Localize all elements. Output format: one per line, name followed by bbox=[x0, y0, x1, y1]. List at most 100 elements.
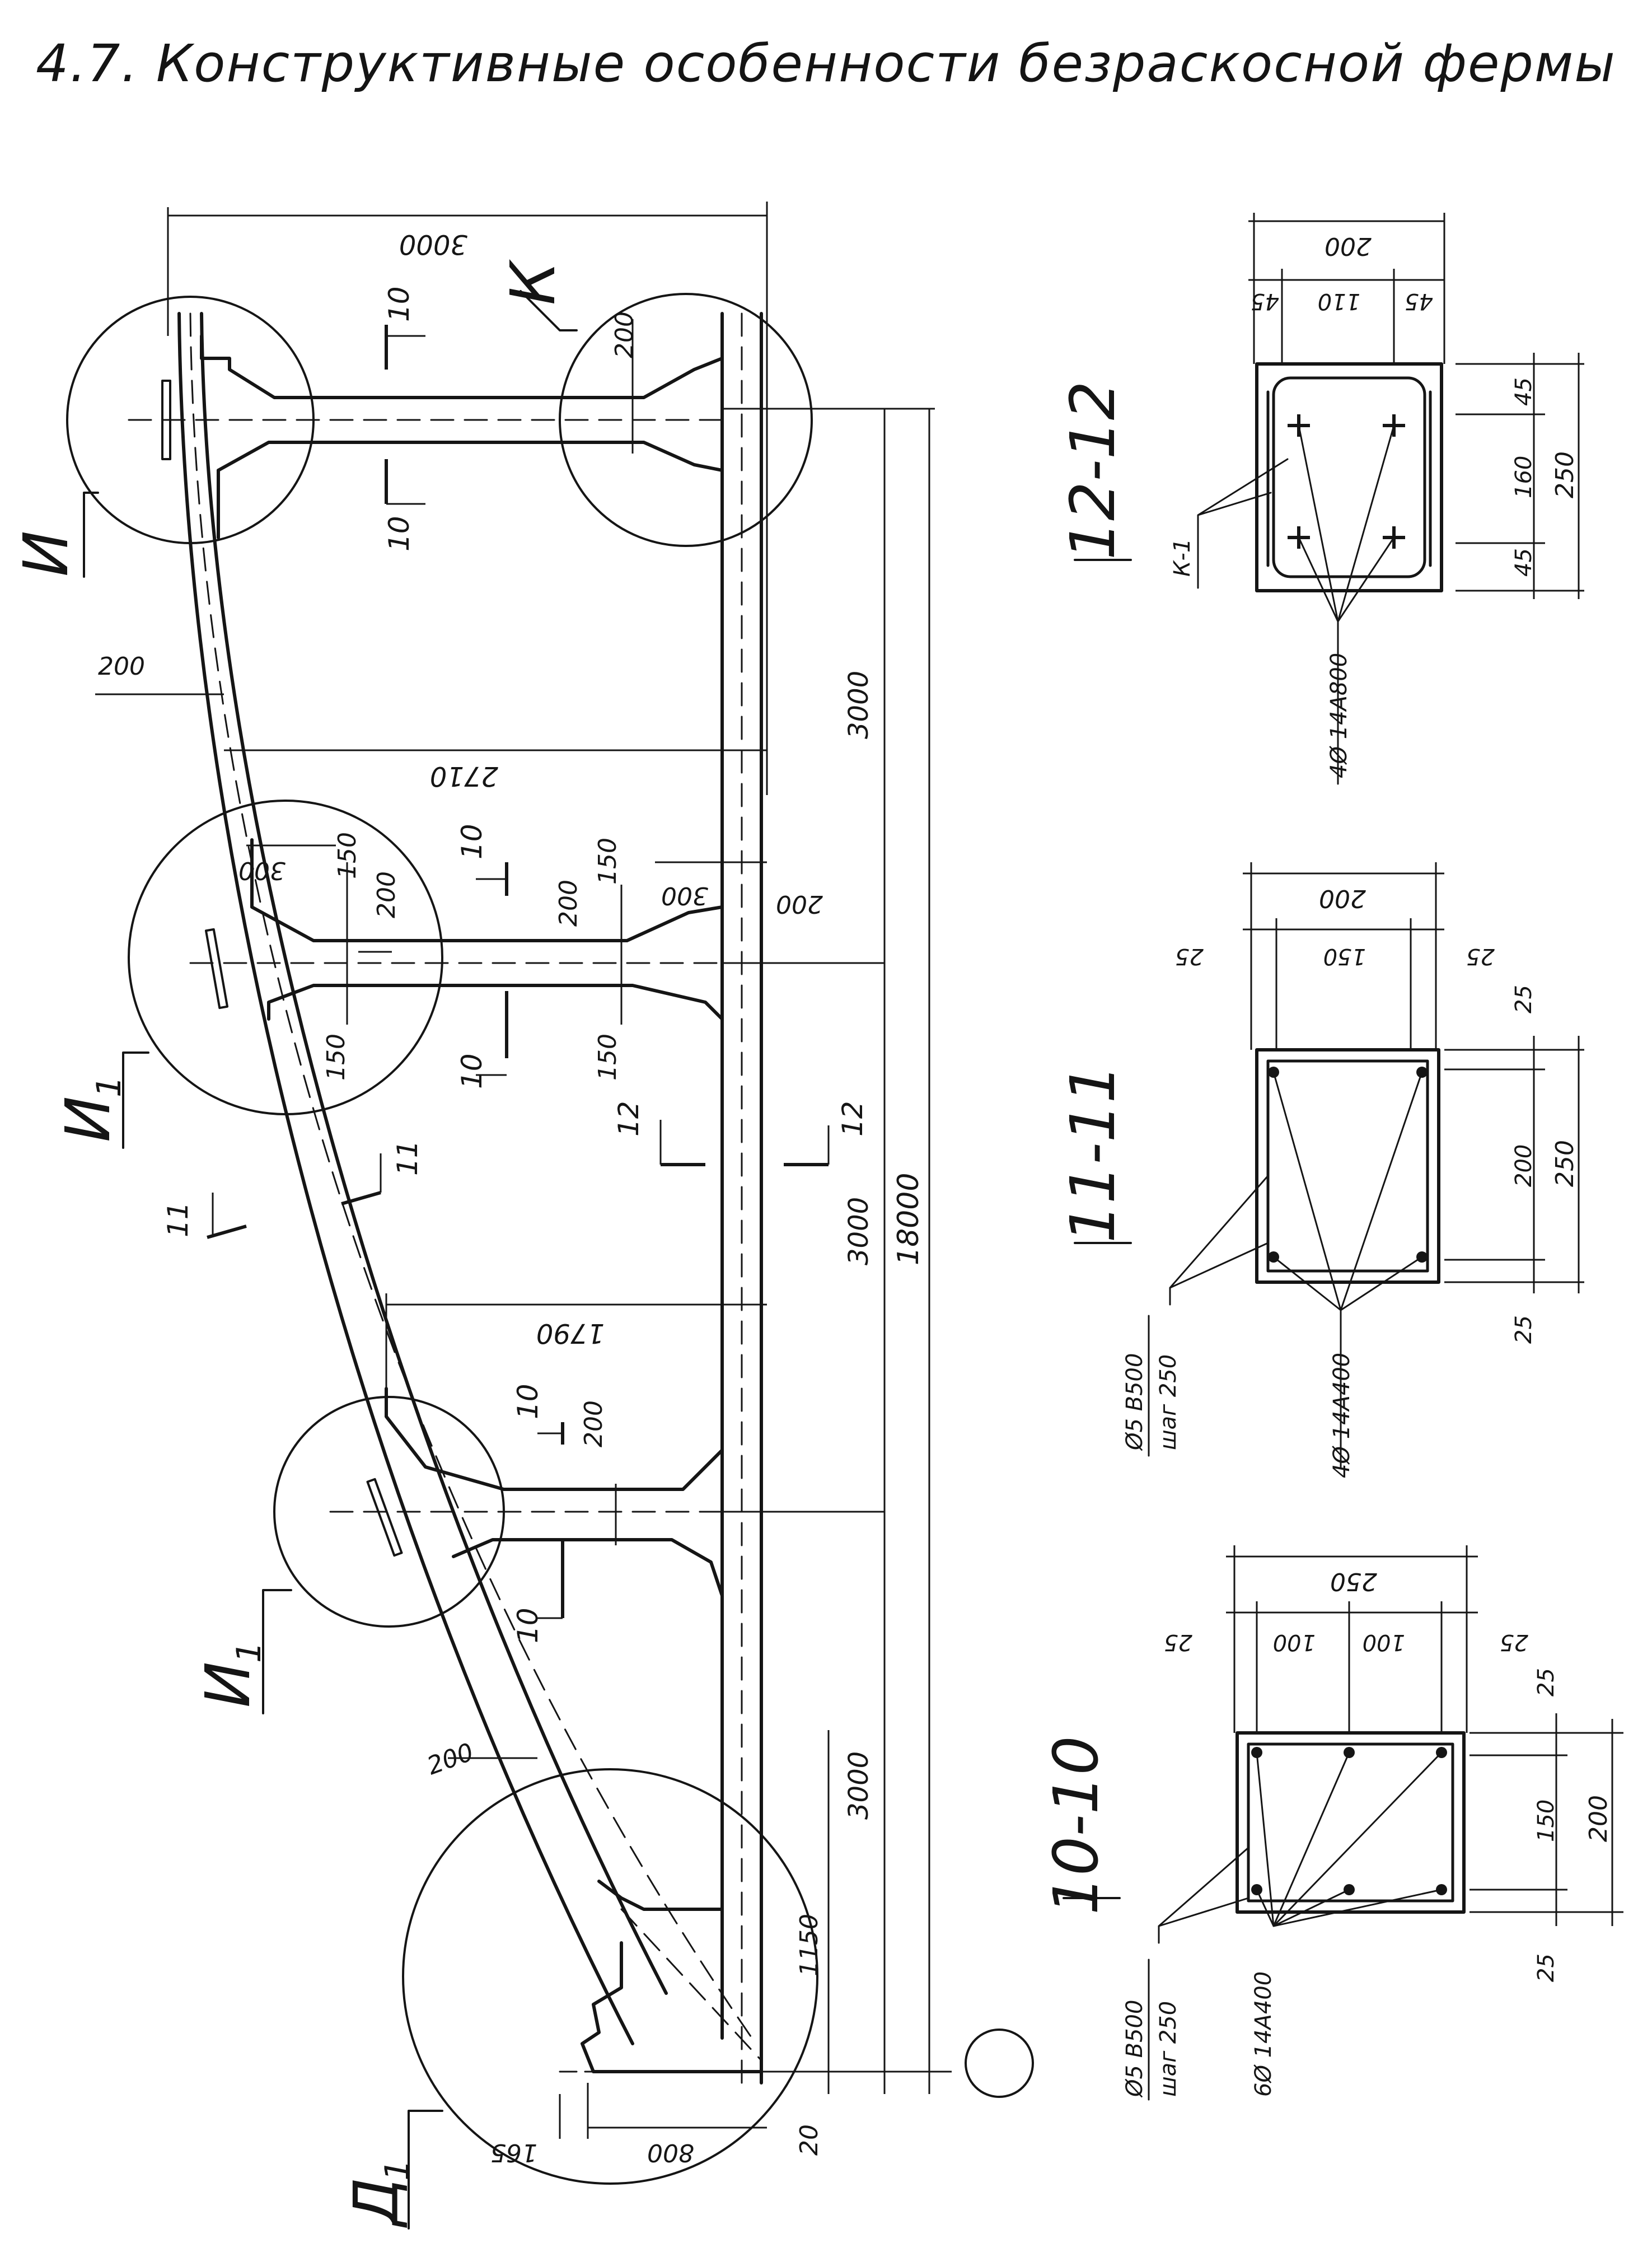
dim-text: 300 bbox=[238, 856, 286, 885]
node-label-i1: И bbox=[192, 1662, 264, 1708]
node-label-i1: И bbox=[52, 1096, 124, 1142]
dim-text: 200 bbox=[98, 652, 145, 681]
section-11-11 bbox=[1074, 862, 1584, 1468]
dim-text: 110 bbox=[1318, 288, 1360, 314]
section-title: 11-11 bbox=[1057, 1064, 1129, 1243]
bars-leader bbox=[1272, 1071, 1423, 1468]
leader-k bbox=[520, 290, 578, 331]
bars-leader bbox=[1256, 1751, 1443, 1927]
stirrup-leader bbox=[1158, 1847, 1249, 1944]
dim-text: 2710 bbox=[430, 760, 498, 792]
dim-text: 25 bbox=[1500, 1629, 1528, 1655]
node-label-sub: 1 bbox=[378, 2160, 417, 2181]
dim-text: 25 bbox=[1175, 943, 1204, 969]
dim-text: 45 bbox=[1405, 288, 1433, 314]
dim-text: 3000 bbox=[843, 1751, 874, 1820]
post-top-lower-edge bbox=[217, 441, 724, 539]
dim-text: 100 bbox=[1273, 1629, 1316, 1655]
section-12-dimensions bbox=[1248, 213, 1584, 599]
bars-leader bbox=[1298, 424, 1395, 785]
dim-text: 200 bbox=[1584, 1795, 1613, 1842]
section-mark-11: 11 bbox=[162, 1202, 194, 1237]
embedded-plate bbox=[366, 1478, 403, 1557]
support-outline bbox=[581, 1941, 763, 2073]
section-mark-10: 10 bbox=[383, 516, 415, 552]
dim-text: 25 bbox=[1533, 1668, 1559, 1697]
node-circle-i bbox=[66, 296, 315, 544]
leader-i1-b bbox=[262, 1589, 292, 1714]
cage-leader bbox=[1197, 458, 1289, 589]
section-mark-10: 10 bbox=[456, 1053, 488, 1089]
section-12-texts: 12-12 200 45 110 45 45 160 45 250 К-1 4Ø… bbox=[1057, 232, 1579, 778]
stirrup-leader bbox=[1169, 1175, 1269, 1306]
section-mark-11: 11 bbox=[391, 1140, 424, 1176]
top-chord-axis bbox=[189, 312, 757, 2045]
rebar-spec: 6Ø 14А400 bbox=[1251, 1971, 1276, 2097]
dim-text: 45 bbox=[1511, 377, 1537, 406]
dim-text: 1790 bbox=[536, 1317, 605, 1349]
section-10-texts: 10-10 250 25 100 100 25 25 150 25 200 Ø5… bbox=[1040, 1567, 1613, 2101]
section-outline bbox=[1255, 362, 1443, 592]
top-chord-inner-edge bbox=[200, 312, 668, 1995]
post-low-lower-edge bbox=[452, 1538, 724, 1597]
dim-text: 3000 bbox=[843, 1197, 874, 1265]
node-label-texts: И К И 1 И 1 Д 1 bbox=[10, 259, 569, 2228]
rebar-dots bbox=[1251, 1747, 1447, 1895]
cage-k1 bbox=[1272, 376, 1426, 578]
section-10-dimensions bbox=[1226, 1545, 1623, 1926]
stirrup bbox=[1247, 1742, 1454, 1903]
dim-text: 165 bbox=[490, 2138, 537, 2167]
node-label-d1: Д bbox=[340, 2177, 412, 2228]
stirrup-step: шаг 250 bbox=[1155, 2001, 1181, 2097]
section-title: 10-10 bbox=[1040, 1736, 1112, 1915]
section-mark-10: 10 bbox=[456, 824, 488, 859]
dim-text: 150 bbox=[593, 838, 622, 885]
axis-marker-circle bbox=[965, 2029, 1034, 2098]
leader-i1-a bbox=[122, 1051, 149, 1149]
post-mid-lower-edge bbox=[267, 984, 724, 1021]
rebar-dots bbox=[1268, 1067, 1428, 1263]
node-circle-i1-a bbox=[128, 800, 443, 1115]
support-diagonal bbox=[620, 1908, 762, 2062]
dim-text: 250 bbox=[1551, 451, 1579, 498]
cage-label: К-1 bbox=[1169, 539, 1195, 577]
section-mark-10: 10 bbox=[383, 286, 415, 322]
dim-text: 25 bbox=[1466, 943, 1495, 969]
truss-elevation bbox=[66, 202, 1034, 2230]
stirrup-spec: Ø5 В500 bbox=[1122, 2000, 1148, 2098]
node-circle-i1-b bbox=[273, 1396, 505, 1628]
embedded-plate bbox=[204, 928, 229, 1010]
section-mark-10: 10 bbox=[512, 1607, 544, 1643]
dim-text: 300 bbox=[661, 881, 708, 910]
leader-i bbox=[83, 492, 99, 578]
embedded-plate bbox=[161, 380, 171, 460]
section-mark-12: 12 bbox=[612, 1101, 645, 1137]
node-circle-k bbox=[559, 293, 813, 547]
dim-text: 160 bbox=[1511, 456, 1537, 498]
dim-text: 25 bbox=[1533, 1953, 1559, 1982]
rebar-spec: 4Ø 14А400 bbox=[1329, 1353, 1355, 1478]
dim-text: 200 bbox=[579, 1400, 608, 1447]
cage-bars bbox=[1266, 390, 1432, 567]
section-11-dimensions bbox=[1243, 862, 1584, 1293]
node-label-i: И bbox=[10, 531, 82, 577]
support-upper-edge bbox=[597, 1880, 724, 2017]
node-circle-d1 bbox=[402, 1768, 818, 2185]
dim-text: 25 bbox=[1511, 985, 1537, 1013]
section-mark-10: 10 bbox=[512, 1384, 544, 1419]
rebar-spec: 4Ø 14А800 bbox=[1326, 653, 1352, 778]
dimension-texts: 3000 200 200 2710 300 150 200 200 150 30… bbox=[98, 228, 925, 2167]
dim-text: 200 bbox=[1319, 884, 1366, 913]
dim-text: 200 bbox=[423, 1738, 477, 1781]
post-mid-upper-edge bbox=[250, 838, 724, 942]
dim-text: 3000 bbox=[843, 671, 874, 739]
dim-text: 20 bbox=[795, 2124, 823, 2156]
post-top-upper-edge bbox=[200, 334, 724, 399]
top-chord-outer-edge bbox=[177, 312, 634, 2045]
dim-text: 250 bbox=[1551, 1140, 1579, 1187]
dim-text: 200 bbox=[776, 890, 823, 918]
rebar-cross bbox=[1288, 414, 1405, 549]
dim-text: 25 bbox=[1164, 1629, 1192, 1655]
